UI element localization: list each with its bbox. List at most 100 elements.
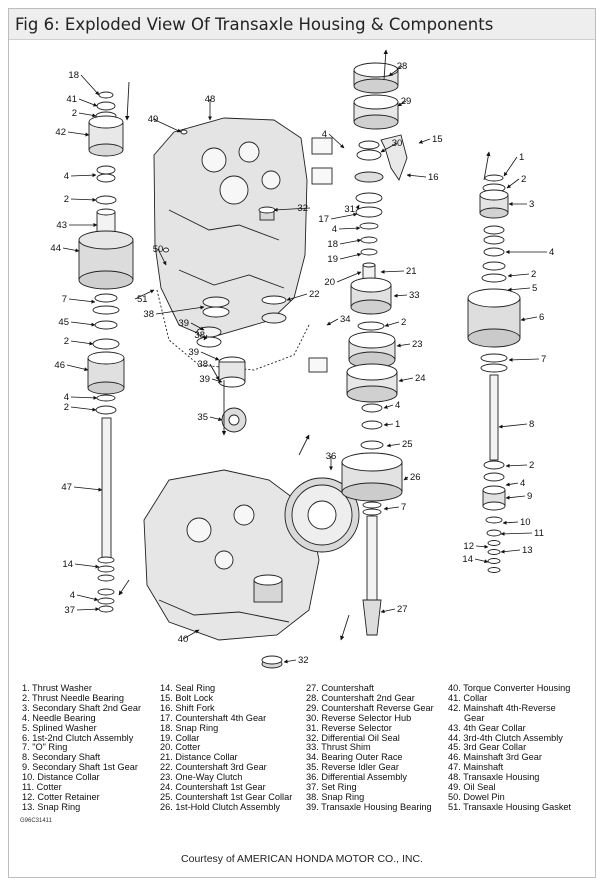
callout-number: 2 xyxy=(529,460,534,471)
legend-item: 2. Thrust Needle Bearing xyxy=(22,692,124,703)
legend-item: 4. Needle Bearing xyxy=(22,712,96,723)
legend-item: 8. Secondary Shaft xyxy=(22,752,101,763)
callout-leader-line xyxy=(326,318,339,326)
callout-number: 3 xyxy=(529,199,534,210)
legend-item: 20. Cotter xyxy=(160,742,201,753)
legend-item: 6. 1st-2nd Clutch Assembly xyxy=(22,732,134,743)
legend-item: 15. Bolt Lock xyxy=(160,692,214,703)
callout-leader-line xyxy=(508,357,540,362)
callout-number: 18 xyxy=(68,70,79,81)
legend-column-2: 14. Seal Ring 15. Bolt Lock 16. Shift Fo… xyxy=(160,683,292,813)
callout-leader-line xyxy=(76,607,100,612)
legend-item: 46. Mainshaft 3rd Gear xyxy=(448,752,542,763)
callout-leader-line xyxy=(398,377,414,383)
callout-number: 4 xyxy=(322,129,327,140)
callout-leader-line xyxy=(383,422,394,427)
parts-artwork xyxy=(78,49,521,669)
callout-leader-line xyxy=(134,289,155,300)
callout-leader-line xyxy=(403,476,409,481)
figure-title: Fig 6: Exploded View Of Transaxle Housin… xyxy=(15,15,494,34)
callout-number: 4 xyxy=(520,478,525,489)
callout-leader-line xyxy=(286,293,308,301)
callout-number: 22 xyxy=(309,289,320,300)
callout-number: 48 xyxy=(205,94,216,105)
legend-item: 18. Snap Ring xyxy=(160,722,219,733)
legend-item: 21. Distance Collar xyxy=(160,752,238,763)
callout-number: 49 xyxy=(148,114,159,125)
callout-number: 39 xyxy=(199,374,210,385)
callout-number: 1 xyxy=(519,152,524,163)
legend-item: 34. Bearing Outer Race xyxy=(306,752,403,763)
secondary-shaft-assembly-art xyxy=(467,174,521,573)
callout-number: 30 xyxy=(392,138,403,149)
callout-leader-line xyxy=(70,197,97,202)
callout-leader-line xyxy=(70,340,94,346)
callout-leader-line xyxy=(283,659,297,664)
legend-item: 41. Collar xyxy=(448,692,488,703)
legend-item: 43. 4th Gear Collar xyxy=(448,722,526,733)
callout-number: 31 xyxy=(344,204,355,215)
callout-number: 2 xyxy=(64,402,69,413)
callout-leader-line xyxy=(330,212,358,220)
callout-number: 12 xyxy=(463,541,474,552)
callout-number: 10 xyxy=(520,517,531,528)
callout-number: 35 xyxy=(197,412,208,423)
callout-leader-line xyxy=(502,520,519,525)
callout-leader-line xyxy=(498,423,528,429)
callout-number: 4 xyxy=(70,590,75,601)
callout-leader-line xyxy=(211,378,223,383)
callout-number: 4 xyxy=(64,171,69,182)
callout-leader-line xyxy=(505,495,526,500)
callout-number: 6 xyxy=(539,312,544,323)
exploded-view-diagram: 1841242424344751452464247144374849503839… xyxy=(50,49,554,669)
callout-leader-line xyxy=(474,558,489,564)
callout-leader-line xyxy=(393,293,408,298)
callout-number: 42 xyxy=(55,127,66,138)
callout-leader-line xyxy=(383,506,400,511)
legend-item: 27. Countershaft xyxy=(306,683,374,693)
legend-item: 26. 1st-Hold Clutch Assembly xyxy=(160,801,280,812)
callout-number: 23 xyxy=(412,339,423,350)
callout-number: 2 xyxy=(64,194,69,205)
callout-leader-line xyxy=(355,204,360,210)
callout-number: 1 xyxy=(395,419,400,430)
callout-number: 2 xyxy=(521,174,526,185)
callout-leader-line xyxy=(152,118,182,133)
legend-item: 48. Transaxle Housing xyxy=(448,772,540,783)
callout-number: 9 xyxy=(527,491,532,502)
callout-leader-line xyxy=(70,321,96,327)
legend-item: 37. Set Ring xyxy=(306,782,357,793)
callout-leader-line xyxy=(67,131,90,137)
callout-leader-line xyxy=(182,629,200,640)
callout-number: 40 xyxy=(178,634,189,645)
transaxle-housing-art xyxy=(153,117,310,433)
callout-leader-line xyxy=(200,351,220,361)
callout-number: 18 xyxy=(327,239,338,250)
callout-number: 5 xyxy=(532,283,537,294)
callout-leader-line xyxy=(507,273,530,278)
legend-item: 39. Transaxle Housing Bearing xyxy=(306,801,432,812)
legend-item: Gear xyxy=(464,712,485,723)
mainshaft-assembly-art xyxy=(78,91,134,613)
callout-leader-line xyxy=(336,271,362,283)
callout-number: 21 xyxy=(406,266,417,277)
legend-item: 10. Distance Collar xyxy=(22,772,100,783)
legend-column-3: 27. Countershaft 28. Countershaft 2nd Ge… xyxy=(306,683,434,813)
callout-number: 7 xyxy=(62,294,67,305)
legend-column-4: 40. Torque Converter Housing 41. Collar … xyxy=(448,683,571,813)
legend-item: 13. Snap Ring xyxy=(22,801,81,812)
callout-leader-line xyxy=(338,226,361,231)
callout-number: 47 xyxy=(61,482,72,493)
callout-leader-line xyxy=(380,142,398,153)
legend-item: 44. 3rd-4th Clutch Assembly xyxy=(448,732,563,743)
legend-item: 17. Countershaft 4th Gear xyxy=(160,712,267,723)
callout-leader-line xyxy=(66,364,89,372)
callout-number: 43 xyxy=(56,220,67,231)
callout-number: 39 xyxy=(178,318,189,329)
callout-number: 4 xyxy=(64,392,69,403)
callout-leader-line xyxy=(80,74,100,96)
callout-leader-line xyxy=(503,156,518,177)
callout-leader-line xyxy=(520,316,538,322)
legend-item: 49. Oil Seal xyxy=(448,782,496,793)
callout-leader-line xyxy=(507,287,531,292)
